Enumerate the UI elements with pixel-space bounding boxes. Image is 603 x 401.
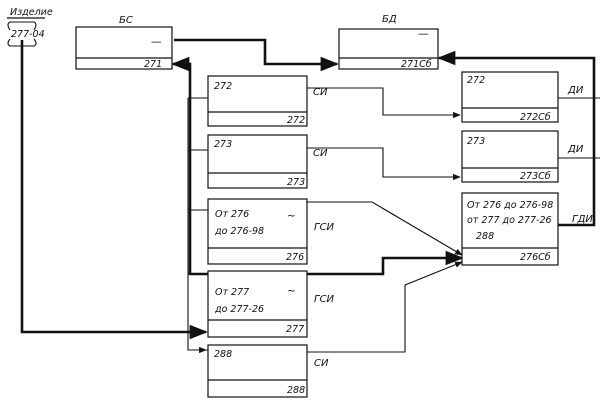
- block-272sb: 272 272Сб: [461, 71, 559, 123]
- signal-gsi-276: ГСИ: [314, 222, 335, 233]
- signal-di-272: ДИ: [567, 85, 584, 96]
- block-276sb-line1: От 276 до 276-98: [467, 200, 553, 211]
- block-276sb-id: 276Сб: [520, 252, 551, 263]
- block-273-frame: [207, 134, 308, 189]
- block-272-frame: [207, 75, 308, 127]
- product-bracket-top: [7, 21, 37, 31]
- block-bs-id: 271: [144, 59, 162, 70]
- block-277-id: 277: [286, 324, 304, 335]
- block-276-line1: От 276: [215, 209, 249, 220]
- block-277-frame: [207, 270, 308, 338]
- wire-bs-to-bd: [174, 38, 339, 72]
- block-288: 288 288: [207, 344, 308, 398]
- block-bs-sign: —: [151, 36, 162, 48]
- signal-si-272: СИ: [313, 87, 328, 98]
- block-272sb-top: 272: [467, 75, 485, 86]
- block-276-frame: [207, 198, 308, 265]
- wire-288-to-276sb: [307, 261, 463, 353]
- block-273-id: 273: [287, 177, 305, 188]
- block-276: От 276 до 276-98 ~ 276: [207, 198, 308, 265]
- block-276sb-line3: 288: [476, 231, 494, 242]
- block-276-line2: до 276-98: [214, 226, 264, 237]
- block-bs: БС — 271: [75, 15, 173, 70]
- wire-277-to-276sb: [307, 250, 464, 276]
- signal-di-273: ДИ: [567, 144, 584, 155]
- block-277-line2: до 277-26: [214, 304, 264, 315]
- block-277: От 277 до 277-26 ~ 277: [207, 270, 308, 338]
- block-273-top: 273: [214, 139, 232, 150]
- block-bd-title: БД: [382, 14, 397, 25]
- block-273sb-top: 273: [467, 136, 485, 147]
- block-bd-frame: [338, 28, 439, 70]
- block-bs-title: БС: [119, 15, 133, 26]
- signal-gdi: ГДИ: [572, 214, 593, 225]
- block-bd-id: 271Сб: [401, 59, 432, 70]
- block-bd: БД — 271Сб: [338, 14, 439, 70]
- wire-gdi-to-bd: [437, 50, 596, 227]
- product-code: 277-04: [11, 29, 45, 40]
- wire-272-to-272sb: [307, 87, 461, 119]
- signal-si-288: СИ: [314, 358, 329, 369]
- block-272sb-frame: [461, 71, 559, 123]
- signal-gsi-277: ГСИ: [314, 294, 335, 305]
- block-bs-frame: [75, 26, 173, 70]
- block-277-line1: От 277: [215, 287, 249, 298]
- block-273sb-frame: [461, 130, 559, 183]
- block-276-ac-sign: ~: [287, 210, 296, 222]
- block-272-top: 272: [214, 81, 232, 92]
- block-273sb-id: 273Сб: [520, 171, 551, 182]
- block-276-id: 276: [286, 252, 304, 263]
- block-272: 272 272: [207, 75, 308, 127]
- wire-276-to-276sb: [307, 201, 463, 256]
- block-272sb-id: 272Сб: [520, 112, 551, 123]
- block-273sb: 273 273Сб: [461, 130, 559, 183]
- product-label: Изделие: [10, 7, 53, 18]
- block-276sb-frame: [461, 192, 559, 266]
- block-288-frame: [207, 344, 308, 398]
- wire-product-to-277: [20, 40, 208, 340]
- signal-si-273: СИ: [313, 148, 328, 159]
- block-277-ac-sign: ~: [287, 285, 296, 297]
- product-bracket-bottom: [7, 38, 37, 47]
- block-288-top: 288: [214, 349, 232, 360]
- wire-273-to-273sb: [307, 147, 461, 181]
- block-273: 273 273: [207, 134, 308, 189]
- block-272-id: 272: [287, 115, 305, 126]
- block-276sb-line2: от 277 до 277-26: [467, 215, 552, 226]
- block-276sb: От 276 до 276-98 от 277 до 277-26 288 27…: [461, 192, 559, 266]
- wire-277-to-bs: [171, 56, 208, 276]
- block-bd-sign: —: [418, 28, 429, 40]
- product-block: Изделие 277-04: [7, 7, 53, 47]
- block-288-id: 288: [287, 385, 305, 396]
